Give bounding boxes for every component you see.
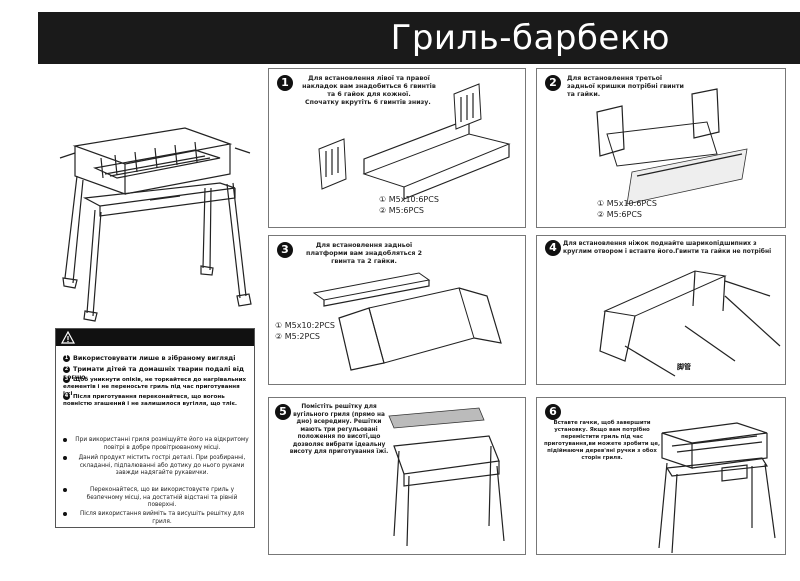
step-1-number: 1 — [277, 75, 293, 91]
step-4-diagram — [599, 270, 781, 377]
step-3-number: 3 — [277, 242, 293, 258]
step-4-leg-label: 脚管 — [677, 363, 691, 371]
bullet-2: Даний продукт містить гострі деталі. При… — [63, 455, 249, 478]
step-6-number: 6 — [545, 404, 561, 420]
step-6-diagram — [658, 422, 776, 554]
step-4-text: Для встановлення ніжок поднайте шарикопі… — [563, 240, 772, 255]
step-3-spec-2: ② M5:2PCS — [275, 332, 320, 341]
step-1-diagram — [318, 83, 511, 200]
header-bar: Гриль-барбекю — [38, 12, 800, 64]
step-3-spec-1: ① M5x10:2PCS — [275, 321, 335, 330]
step-2-spec-2: ② M5:6PCS — [597, 210, 642, 219]
step-2-spec-1: ① M5x10:6PCS — [597, 199, 657, 208]
step-5-diagram — [388, 407, 505, 547]
step-6-panel: 6 Вставте гачки, щоб завершити установку… — [536, 397, 786, 555]
step-1-spec-1: ① M5x10:6PCS — [379, 195, 439, 204]
step-5-panel: 5 Помістіть решітку для вугільного гриля… — [268, 397, 526, 555]
step-1-spec-2: ② M5:6PCS — [379, 206, 424, 215]
warning-icon — [60, 330, 76, 344]
grill-illustration — [59, 127, 252, 322]
step-1-subtext: Спочатку вкрутіть 6 гвинтів знизу. — [305, 99, 431, 106]
step-3-text: Для встановлення задньої платформи вам з… — [306, 242, 422, 265]
step-2-number: 2 — [545, 75, 561, 91]
step-2-panel: 2 Для встановлення третьої задньої кришк… — [536, 68, 786, 228]
step-5-number: 5 — [275, 404, 291, 420]
step-4-panel: 4 Для встановлення ніжок поднайте шарико… — [536, 235, 786, 385]
warning-header — [56, 329, 254, 346]
step-6-text: Вставте гачки, щоб завершити установку. … — [543, 420, 661, 461]
step-3-diagram — [312, 272, 502, 371]
step-1-text: Для встановлення лівої та правої накладо… — [302, 75, 436, 98]
step-3-panel: 3 Для встановлення задньої платформи вам… — [268, 235, 526, 385]
bullet-4: Після використання вийміть та висушіть р… — [63, 511, 249, 526]
step-1-panel: 1 Для встановлення лівої та правої накла… — [268, 68, 526, 228]
step-5-text: Помістіть решітку для вугільного гриля (… — [289, 404, 389, 455]
page-title: Гриль-барбекю — [390, 18, 670, 58]
step-2-text: Для встановлення третьої задньої кришки … — [567, 75, 684, 98]
step-4-number: 4 — [545, 240, 561, 256]
step-2-diagram — [596, 88, 748, 205]
bullet-1: При використанні гриля розміщуйте його н… — [63, 437, 249, 452]
bullet-3: Переконайтеся, що ви використовуєте грил… — [63, 487, 249, 510]
